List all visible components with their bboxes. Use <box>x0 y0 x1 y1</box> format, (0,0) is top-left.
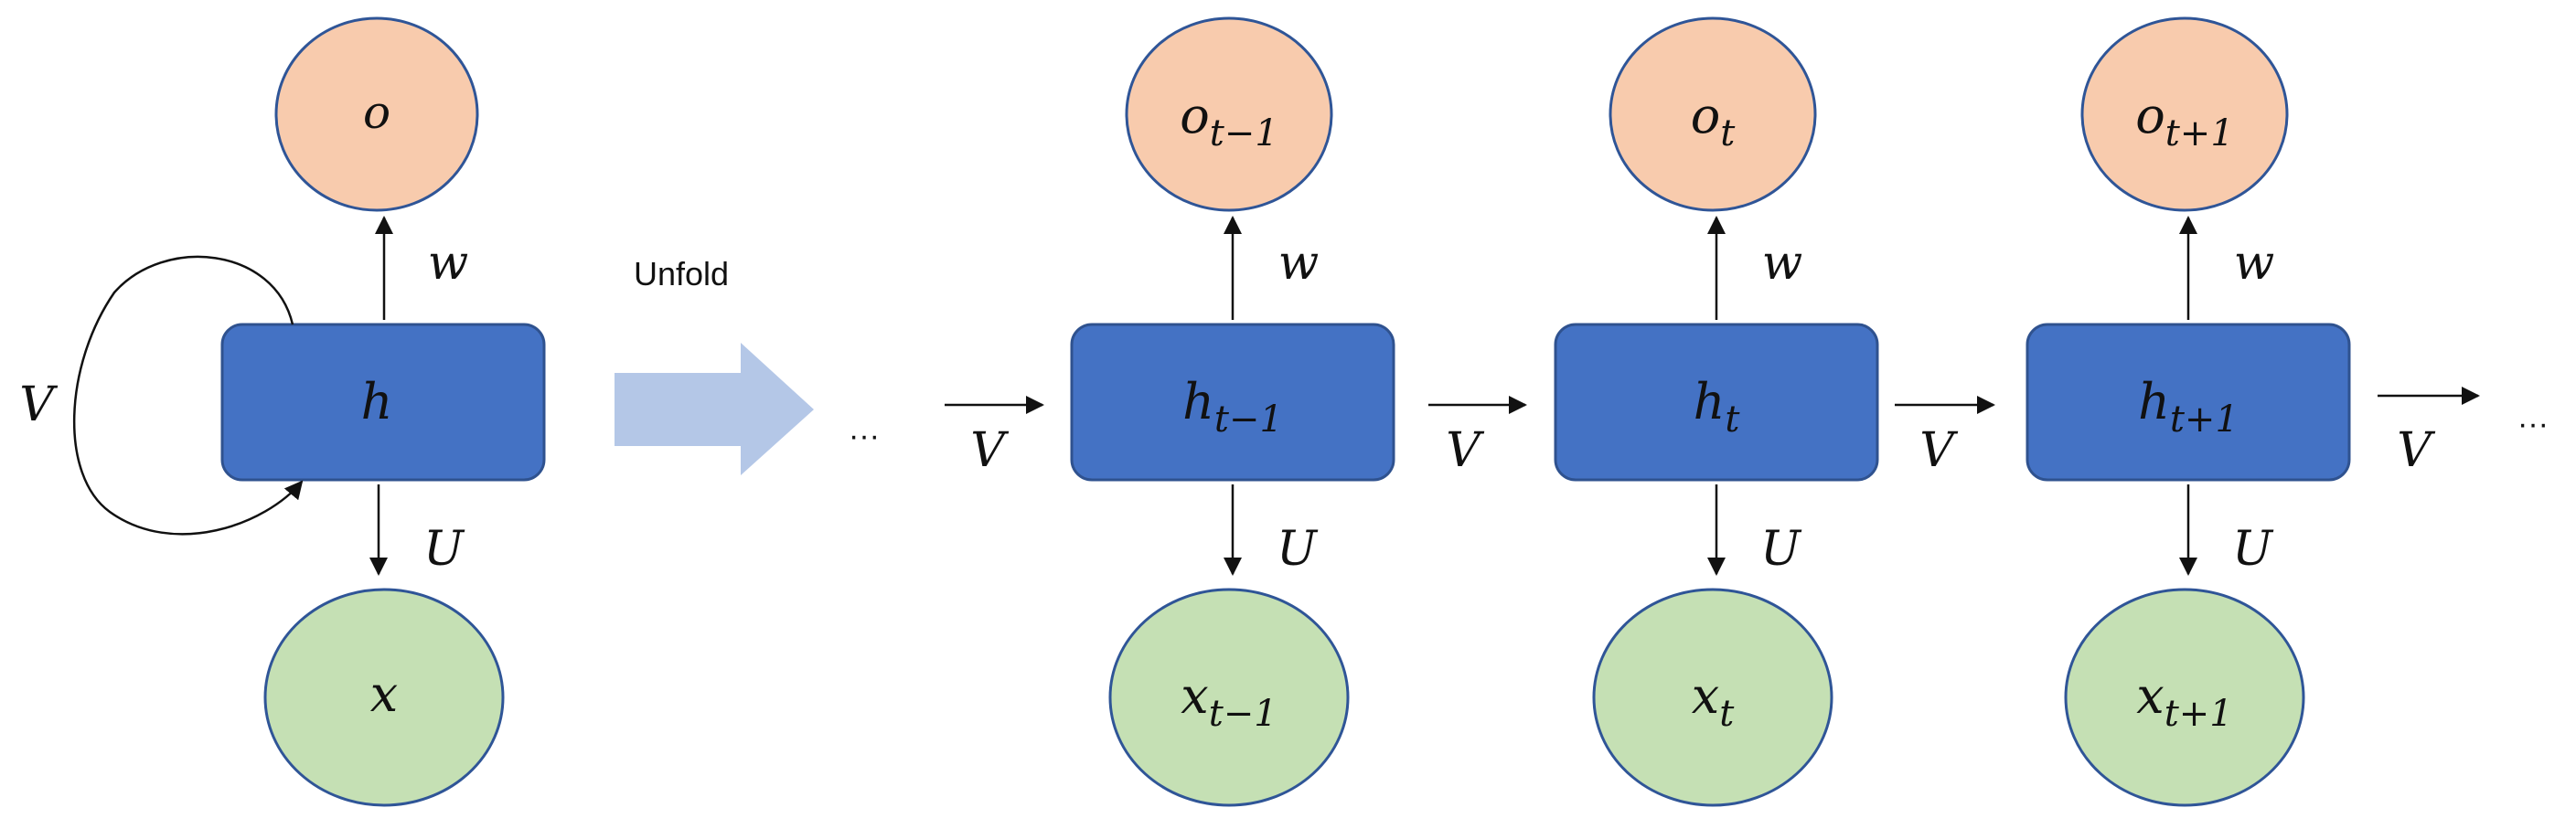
folded-w-label: w <box>428 236 469 291</box>
hidden-subscript: t <box>1725 399 1740 441</box>
recurrent-v-label: V <box>1919 423 1958 478</box>
input-subscript: t+1 <box>2164 693 2233 735</box>
hidden-subscript: t−1 <box>1214 399 1283 441</box>
w-label: w <box>2234 236 2275 291</box>
folded-input-label: x <box>370 665 398 723</box>
trailing-ellipsis: ··· <box>2517 407 2549 441</box>
hidden-label: ht+1 <box>2138 373 2239 441</box>
hidden-subscript: t+1 <box>2170 399 2239 441</box>
input-label: xt+1 <box>2136 667 2233 735</box>
folded-output-node <box>274 16 479 212</box>
u-label: U <box>1277 522 1319 577</box>
hidden-node <box>1554 323 1879 482</box>
time-step-2: V ot w ht U xt <box>1428 16 1879 807</box>
trailing-v-label: V <box>2397 423 2435 478</box>
output-subscript: t+1 <box>2165 112 2234 154</box>
folded-hidden-label: h <box>361 373 393 430</box>
w-label: w <box>1762 236 1803 291</box>
folded-v-label: V <box>19 377 58 432</box>
w-label: w <box>1278 236 1320 291</box>
folded-hidden-node <box>220 323 546 482</box>
input-base: x <box>2136 667 2164 725</box>
input-node <box>1592 588 1833 807</box>
output-base: o <box>1180 87 1210 144</box>
input-label: xt−1 <box>1181 667 1277 735</box>
output-node <box>1609 16 1817 212</box>
input-subscript: t−1 <box>1209 693 1277 735</box>
input-label: xt <box>1692 667 1735 735</box>
folded-rnn: o w h U x V <box>19 16 546 807</box>
unfold-label: Unfold <box>634 255 729 292</box>
output-subscript: t−1 <box>1210 112 1278 154</box>
hidden-label: ht−1 <box>1182 373 1283 441</box>
hidden-node <box>2026 323 2351 482</box>
unfold-transition: Unfold <box>615 255 814 475</box>
output-label: ot <box>1691 87 1737 154</box>
u-label: U <box>2232 522 2274 577</box>
output-node <box>1125 16 1333 212</box>
folded-output-label: o <box>363 86 390 139</box>
hidden-base: h <box>1694 373 1726 430</box>
input-node <box>2064 588 2305 807</box>
recurrent-v-label: V <box>1446 423 1484 478</box>
folded-input-node <box>263 588 505 807</box>
input-node <box>1108 588 1350 807</box>
hidden-base: h <box>2138 373 2170 430</box>
hidden-node <box>1070 323 1395 482</box>
output-label: ot−1 <box>1180 87 1278 154</box>
output-node <box>2080 16 2289 212</box>
input-base: x <box>1181 667 1208 725</box>
hidden-label: ht <box>1694 373 1741 441</box>
time-step-1: V ot−1 w ht−1 U xt−1 <box>945 16 1395 807</box>
output-label: ot+1 <box>2135 87 2234 154</box>
unfolded-steps: V ot−1 w ht−1 U xt−1 V ot w ht U <box>945 16 2351 807</box>
output-base: o <box>1691 87 1721 144</box>
input-subscript: t <box>1719 693 1735 735</box>
leading-ellipsis: ··· <box>849 419 880 453</box>
input-base: x <box>1692 667 1719 725</box>
u-label: U <box>1760 522 1802 577</box>
output-base: o <box>2135 87 2165 144</box>
time-step-3: V ot+1 w ht+1 U xt+1 <box>1895 16 2351 807</box>
recurrent-v-label: V <box>970 423 1009 478</box>
output-subscript: t <box>1720 112 1736 154</box>
folded-u-label: U <box>423 522 465 577</box>
folded-recurrent-loop <box>72 255 304 536</box>
hidden-base: h <box>1182 373 1214 430</box>
unfold-arrow-icon <box>615 343 814 475</box>
